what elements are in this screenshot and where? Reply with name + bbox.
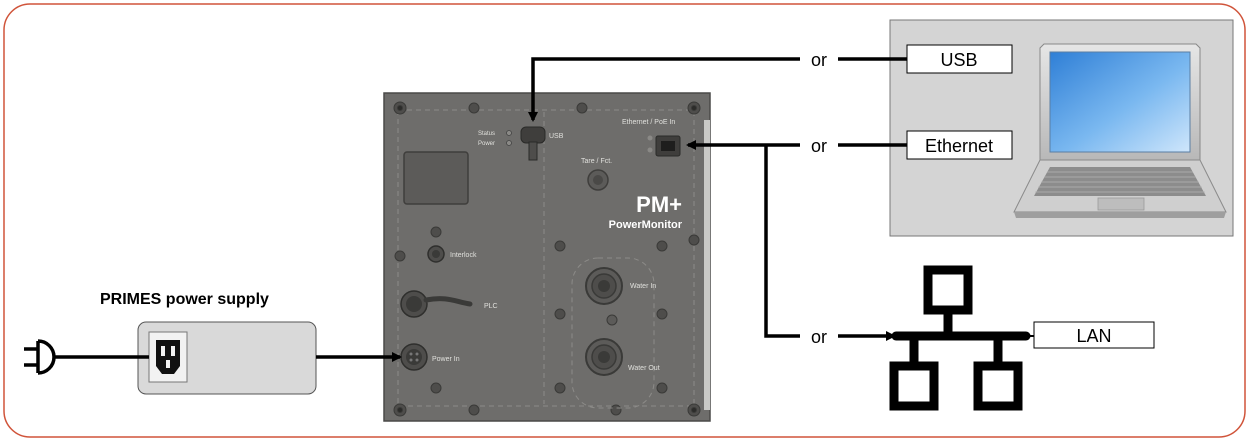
ethernet-or-label: or <box>811 136 827 156</box>
outer-frame <box>3 3 1246 438</box>
usb-connection-label: USB <box>940 50 977 70</box>
device-brand: PM+ <box>636 192 682 217</box>
water-out-connector <box>585 338 623 376</box>
network-icon <box>889 265 1031 411</box>
tare-button-label: Tare / Fct. <box>581 158 612 165</box>
ethernet-connection-label: Ethernet <box>925 136 993 156</box>
ethernet-label-box <box>906 130 1013 160</box>
device-model: PowerMonitor <box>609 219 683 231</box>
usb-cable <box>533 57 907 120</box>
lan-label-box <box>1033 321 1155 349</box>
display-window <box>403 151 469 205</box>
power-led <box>506 140 512 146</box>
usb-or-label: or <box>811 50 827 70</box>
power-in-label: Power In <box>432 356 460 363</box>
interlock-label: Interlock <box>450 252 477 259</box>
mains-plug-icon <box>24 339 149 375</box>
device-screws <box>393 101 701 417</box>
ethernet-port-label: Ethernet / PoE In <box>622 119 675 126</box>
water-in-label: Water In <box>630 283 656 290</box>
usb-label-box <box>906 44 1013 74</box>
lan-connection-label: LAN <box>1076 326 1111 346</box>
water-out-label: Water Out <box>628 365 660 372</box>
usb-port-label: USB <box>549 133 564 140</box>
lan-cable <box>764 145 894 336</box>
status-led <box>506 130 512 136</box>
powermonitor-device: Status Power USB Ethernet / PoE In Tare … <box>383 92 711 422</box>
lan-or-label: or <box>811 327 827 347</box>
power-led-label: Power <box>478 141 495 147</box>
plc-connector <box>400 290 473 318</box>
power-supply-label: PRIMES power supply <box>100 291 269 308</box>
laptop-icon <box>1013 43 1227 218</box>
water-in-connector <box>585 267 623 305</box>
status-led-label: Status <box>478 131 495 137</box>
usb-port <box>520 126 546 161</box>
power-in-connector <box>400 343 428 371</box>
plc-label: PLC <box>484 303 498 310</box>
water-panel <box>571 257 655 409</box>
power-supply <box>137 321 317 395</box>
